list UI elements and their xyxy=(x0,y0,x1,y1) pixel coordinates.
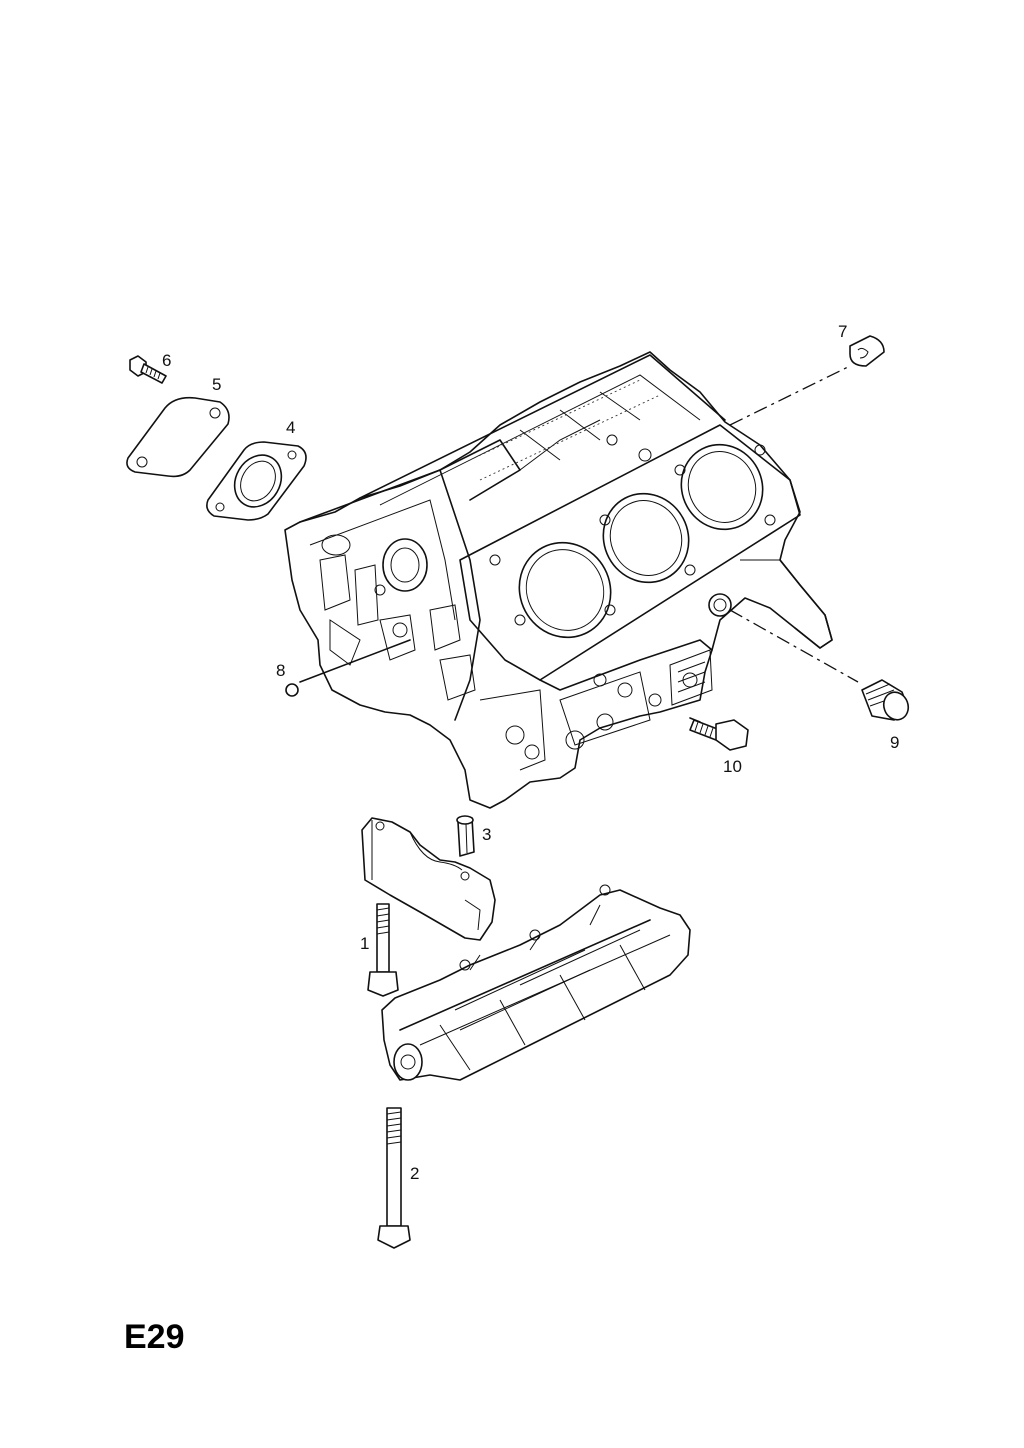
callout-8: 8 xyxy=(276,661,286,680)
o-ring-part-8 xyxy=(285,683,299,697)
callout-9: 9 xyxy=(890,733,900,752)
cover-plate-part-5 xyxy=(126,396,230,478)
callout-10: 10 xyxy=(723,757,742,776)
callout-7: 7 xyxy=(838,322,848,341)
callout-6: 6 xyxy=(162,351,172,370)
dowel-sleeve-part-3 xyxy=(456,815,475,857)
callout-1: 1 xyxy=(360,934,370,953)
bearing-cap xyxy=(361,817,496,941)
bedplate-bolt-part-2 xyxy=(377,1107,411,1249)
cap-plug-part-7 xyxy=(849,335,885,367)
bearing-ladder-bedplate xyxy=(381,884,691,1081)
callout-4: 4 xyxy=(286,418,296,437)
callout-2: 2 xyxy=(410,1164,420,1183)
callout-5: 5 xyxy=(212,375,222,394)
engine-block xyxy=(284,351,833,809)
bolt-part-6 xyxy=(129,355,167,384)
threaded-plug-part-9 xyxy=(861,679,910,721)
gasket-part-4 xyxy=(206,441,307,521)
cap-bolt-part-1 xyxy=(367,903,399,997)
callout-3: 3 xyxy=(482,825,492,844)
page-code: E29 xyxy=(124,1318,185,1356)
flange-bolt-part-10 xyxy=(689,719,749,751)
